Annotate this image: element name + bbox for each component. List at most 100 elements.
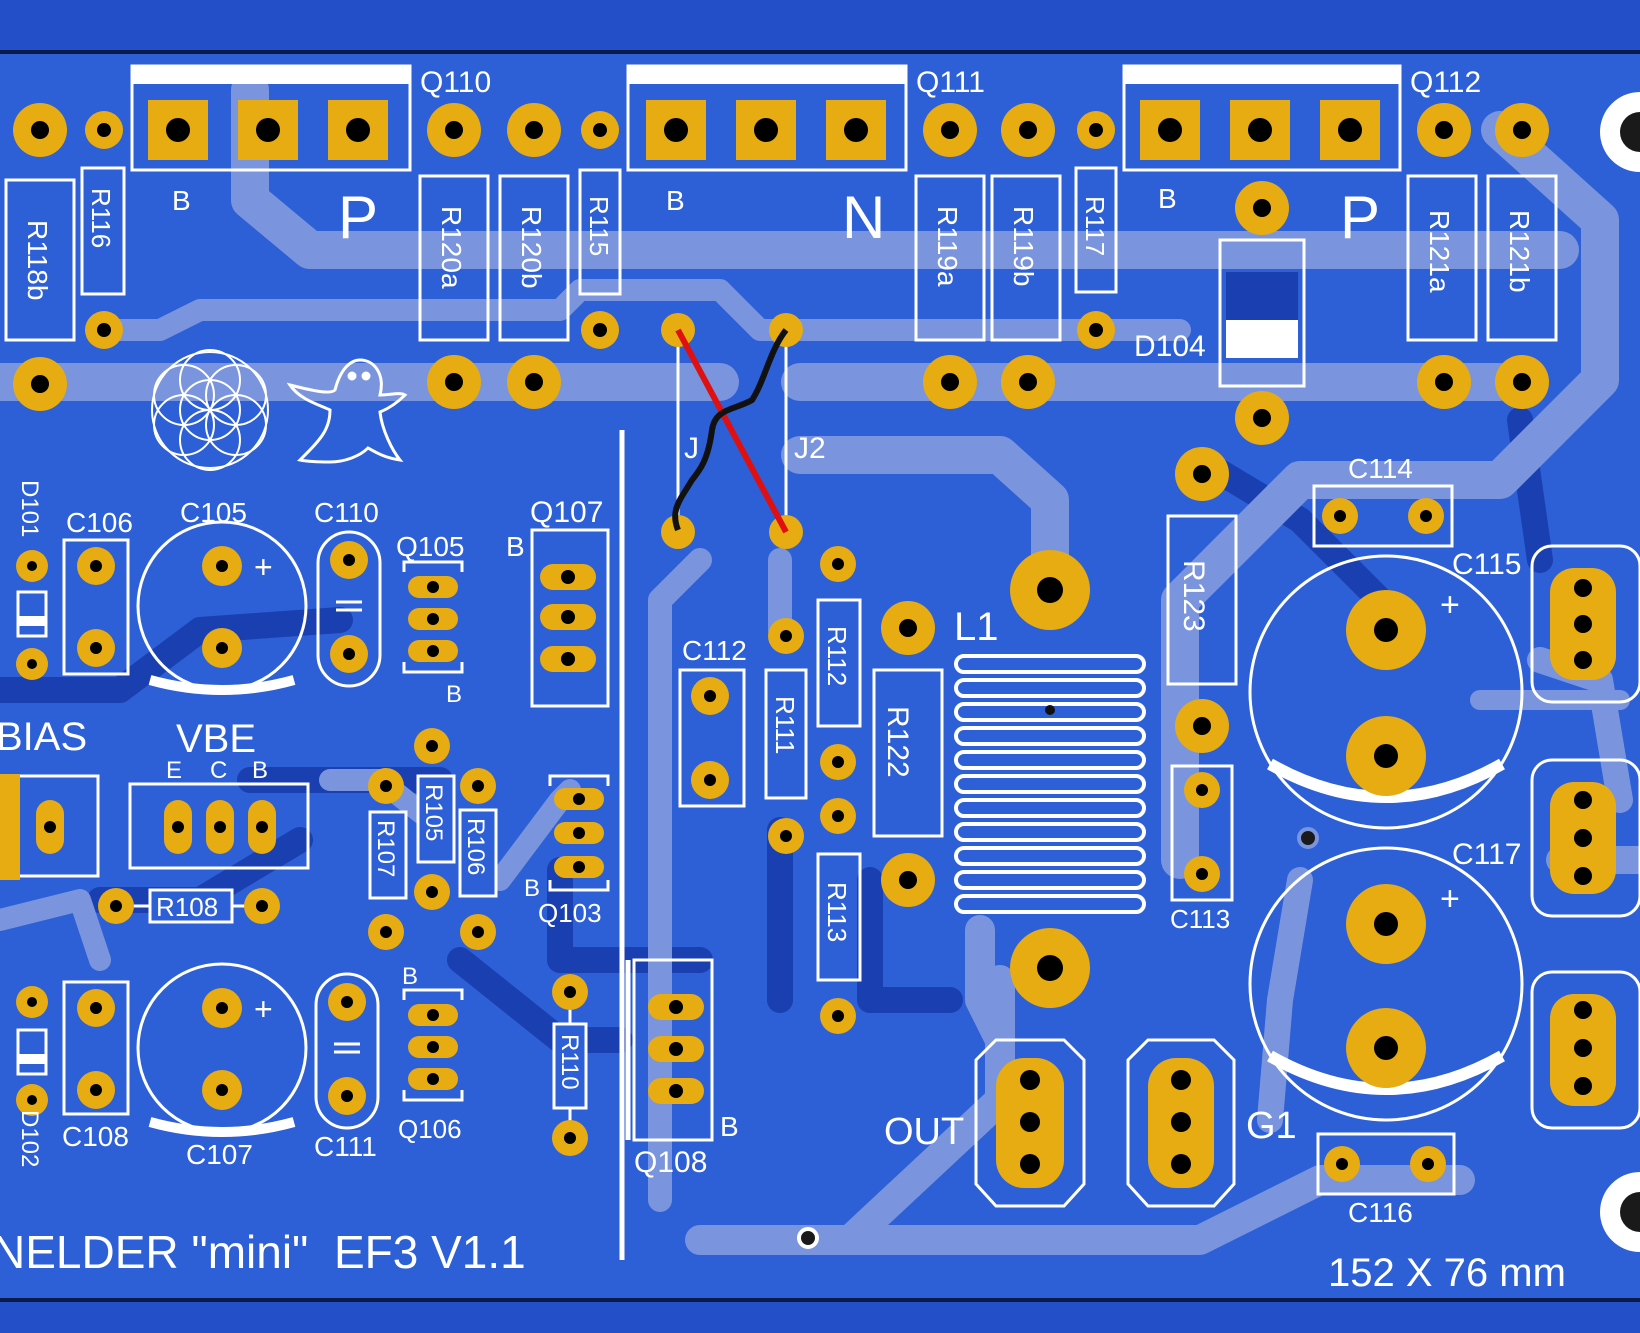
c105-footprint bbox=[136, 520, 308, 695]
c107-plus: + bbox=[254, 991, 273, 1027]
c108-label: C108 bbox=[62, 1121, 129, 1152]
j1-label: J bbox=[684, 432, 699, 465]
r119b-label: R119b bbox=[1008, 206, 1039, 286]
q108-footprint bbox=[632, 958, 714, 1142]
q108-base-label: B bbox=[720, 1111, 739, 1142]
d104-footprint bbox=[1218, 238, 1306, 388]
c112-footprint bbox=[678, 668, 746, 808]
j2-label: J2 bbox=[794, 432, 826, 465]
r105-r106-r107-footprints bbox=[368, 728, 498, 950]
q107-label: Q107 bbox=[530, 496, 603, 529]
c107-footprint bbox=[136, 962, 308, 1137]
q107-footprint bbox=[530, 528, 610, 708]
board-title: NELDER "mini" EF3 V1.1 bbox=[0, 1226, 526, 1278]
q112-base-label: B bbox=[1158, 183, 1177, 214]
r111-label: R111 bbox=[770, 696, 800, 754]
g1-terminal[interactable] bbox=[1126, 1038, 1236, 1208]
r111-r112-r113-footprints bbox=[764, 546, 862, 1034]
r107-label: R107 bbox=[372, 820, 399, 877]
r123-label: R123 bbox=[1177, 560, 1210, 632]
c115-plus: + bbox=[1440, 586, 1460, 624]
q108-label: Q108 bbox=[634, 1146, 707, 1179]
l1-label: L1 bbox=[954, 605, 999, 649]
q110-type-label: P bbox=[338, 184, 378, 251]
r108-footprint bbox=[98, 888, 280, 924]
r121a-label: R121a bbox=[1424, 210, 1455, 293]
q112-footprint bbox=[1122, 64, 1402, 172]
r122-label: R122 bbox=[881, 706, 914, 778]
q105-base-label: B bbox=[446, 681, 462, 708]
resistors-top-row bbox=[4, 166, 1558, 342]
via bbox=[1297, 827, 1319, 849]
d104-label: D104 bbox=[1134, 330, 1206, 363]
r113-label: R113 bbox=[822, 882, 852, 942]
q110-base-label: B bbox=[172, 185, 191, 216]
q105-label: Q105 bbox=[396, 531, 465, 562]
d101-footprint bbox=[16, 550, 48, 680]
d101-label: D101 bbox=[16, 480, 43, 537]
q111-base-label: B bbox=[666, 185, 685, 216]
q106-label: Q106 bbox=[398, 1114, 462, 1144]
c115-footprint bbox=[1248, 554, 1524, 830]
c111-footprint bbox=[314, 972, 380, 1130]
bias-label: BIAS bbox=[0, 715, 87, 759]
c112-label: C112 bbox=[682, 635, 747, 666]
c116-footprint bbox=[1316, 1132, 1456, 1196]
jumper-wire-black bbox=[672, 328, 789, 532]
vbe-label: VBE bbox=[176, 717, 256, 761]
c114-footprint bbox=[1312, 484, 1454, 548]
r106-label: R106 bbox=[462, 818, 489, 875]
top-row-pads bbox=[13, 103, 1549, 445]
c117-footprint bbox=[1248, 846, 1524, 1122]
flower-of-life-logo-icon bbox=[151, 349, 269, 471]
q107-base-label: B bbox=[506, 531, 525, 562]
q111-label: Q111 bbox=[916, 66, 985, 99]
q112-type-label: P bbox=[1340, 184, 1380, 251]
c117-label: C117 bbox=[1452, 838, 1522, 871]
r115-label: R115 bbox=[584, 196, 614, 256]
q112-label: Q112 bbox=[1410, 66, 1481, 99]
c114-label: C114 bbox=[1348, 453, 1413, 484]
c115-label: C115 bbox=[1452, 548, 1522, 581]
q111-type-label: N bbox=[842, 184, 885, 251]
r119a-label: R119a bbox=[932, 206, 963, 287]
bias-trimmer bbox=[0, 774, 100, 880]
vbe-c-label: C bbox=[210, 757, 227, 784]
r116-label: R116 bbox=[86, 188, 116, 248]
via-bottom bbox=[797, 1227, 819, 1249]
vbe-footprint bbox=[128, 782, 310, 870]
terminal-blocks-right bbox=[1530, 544, 1640, 1130]
g1-label: G1 bbox=[1246, 1105, 1297, 1147]
c110-label: C110 bbox=[314, 497, 379, 528]
out-label: OUT bbox=[884, 1111, 964, 1153]
q110-footprint bbox=[130, 64, 412, 172]
q103-base-label: B bbox=[524, 875, 540, 902]
r117-label: R117 bbox=[1080, 196, 1110, 256]
q105-footprint bbox=[402, 560, 464, 674]
c117-plus: + bbox=[1440, 880, 1460, 918]
c111-label: C111 bbox=[314, 1131, 377, 1162]
out-terminal[interactable] bbox=[974, 1038, 1086, 1208]
r123-footprint bbox=[1166, 447, 1238, 753]
q103-label: Q103 bbox=[538, 898, 602, 928]
d102-label: D102 bbox=[16, 1110, 43, 1167]
r118b-label: R118b bbox=[22, 220, 53, 300]
c110-footprint bbox=[316, 530, 382, 688]
r120a-label: R120a bbox=[436, 206, 467, 289]
r105-label: R105 bbox=[420, 784, 447, 841]
r121b-label: R121b bbox=[1504, 210, 1535, 293]
q110-label: Q110 bbox=[420, 66, 491, 99]
top-traces bbox=[0, 71, 1640, 1255]
q103-footprint bbox=[548, 774, 610, 892]
c108-footprint bbox=[62, 980, 130, 1116]
r122-footprint bbox=[872, 601, 944, 907]
q106-base-label: B bbox=[402, 963, 418, 990]
c113-label: C113 bbox=[1170, 904, 1230, 934]
q106-footprint bbox=[402, 988, 464, 1102]
vbe-e-label: E bbox=[166, 757, 182, 784]
board-size: 152 X 76 mm bbox=[1328, 1251, 1566, 1295]
ghost-logo-icon bbox=[286, 358, 408, 464]
r108-label: R108 bbox=[156, 892, 218, 922]
c106-label: C106 bbox=[66, 507, 133, 538]
